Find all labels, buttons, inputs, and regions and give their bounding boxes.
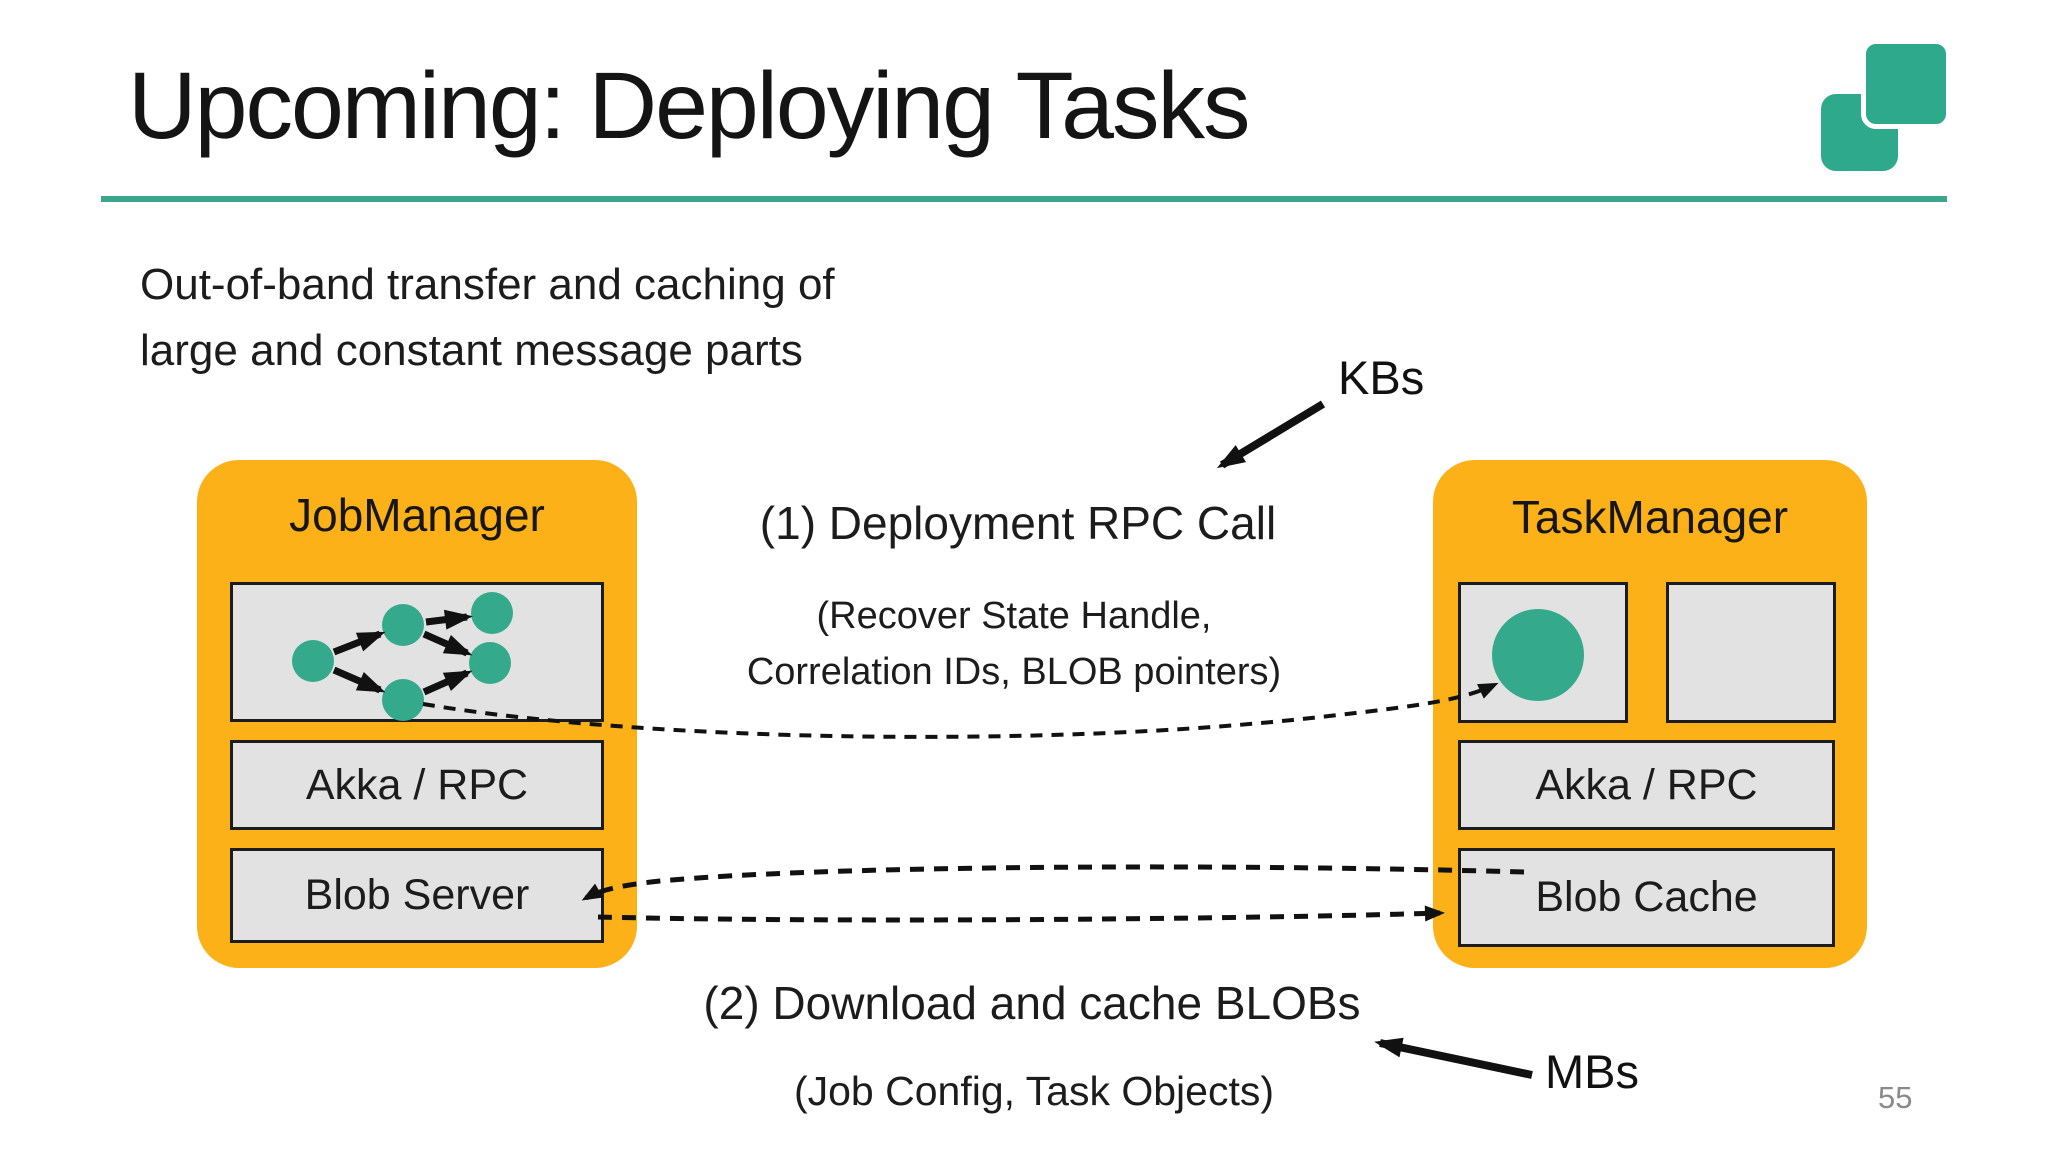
blob-download-dashed-arrow xyxy=(597,905,1445,923)
title-underline xyxy=(101,196,1947,202)
jobmanager-blob-server-box: Blob Server xyxy=(230,848,604,943)
subtitle-line-1: Out-of-band transfer and caching of xyxy=(140,260,835,309)
slide-title: Upcoming: Deploying Tasks xyxy=(128,53,1250,159)
jobmanager-title: JobManager xyxy=(289,489,545,541)
subtitle-line-2: large and constant message parts xyxy=(140,326,803,375)
page-number: 55 xyxy=(1878,1080,1913,1115)
jobmanager-akka-rpc-label: Akka / RPC xyxy=(305,760,529,809)
slide-subtitle: Out-of-band transfer and caching of larg… xyxy=(140,252,835,384)
step2-detail: (Job Config, Task Objects) xyxy=(793,1068,1275,1114)
step1-detail-line-1: (Recover State Handle, xyxy=(816,595,1212,637)
kbs-label: KBs xyxy=(1338,351,1425,404)
jobmanager-dataflow-graph-box xyxy=(230,582,604,722)
taskmanager-task-slot-2 xyxy=(1666,582,1836,723)
taskmanager-blob-cache-label: Blob Cache xyxy=(1535,873,1758,921)
mbs-arrow-icon xyxy=(1374,1037,1533,1079)
kbs-arrow-icon xyxy=(1216,400,1326,469)
jobmanager-blob-server-label: Blob Server xyxy=(304,871,530,919)
logo-square-large-icon xyxy=(1861,39,1951,129)
taskmanager-blob-cache-box: Blob Cache xyxy=(1458,848,1835,947)
blob-request-dashed-arrow xyxy=(581,864,1525,901)
mbs-label: MBs xyxy=(1545,1045,1639,1098)
step1-label: (1) Deployment RPC Call xyxy=(759,497,1277,549)
taskmanager-akka-rpc-label: Akka / RPC xyxy=(1535,760,1758,809)
taskmanager-task-node-icon xyxy=(1492,609,1584,701)
taskmanager-title: TaskManager xyxy=(1511,491,1789,543)
taskmanager-akka-rpc-box: Akka / RPC xyxy=(1458,740,1835,830)
jobmanager-akka-rpc-box: Akka / RPC xyxy=(230,740,604,830)
step1-detail-line-2: Correlation IDs, BLOB pointers) xyxy=(746,651,1282,693)
step2-label: (2) Download and cache BLOBs xyxy=(703,977,1361,1029)
step1-detail: (Recover State Handle, Correlation IDs, … xyxy=(664,588,1364,700)
